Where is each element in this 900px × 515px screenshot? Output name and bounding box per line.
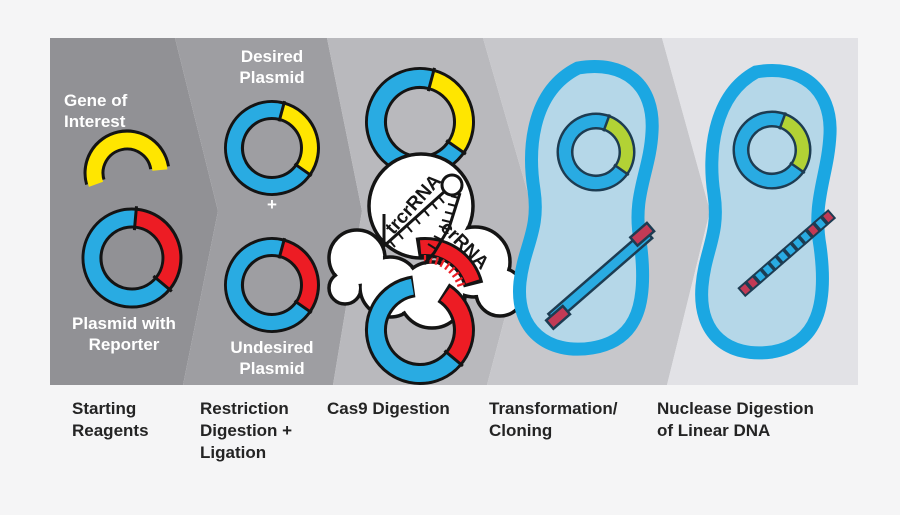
dna-fragment	[805, 222, 822, 239]
cell-plasmid	[732, 110, 812, 190]
plasmid-backbone-blue	[84, 210, 169, 306]
segment-dividers	[426, 67, 467, 156]
desired-plasmid	[224, 100, 320, 196]
hairpin-ticks-b	[427, 195, 460, 250]
segment-dividers	[277, 237, 313, 315]
dna-fragment	[737, 281, 754, 298]
linear-dna-end	[628, 221, 656, 248]
plasmid-backbone-blue	[226, 103, 309, 193]
dna-fragment	[767, 254, 784, 271]
dna-fragment	[752, 268, 769, 285]
desired-plasmid-label: Desired Plasmid	[239, 47, 305, 87]
plasmid-backbone-blue	[735, 113, 803, 187]
segment-dividers	[277, 100, 313, 178]
undesired-plasmid-label: Undesired Plasmid	[230, 338, 314, 378]
dna-fragment	[812, 215, 829, 232]
hairpin-loop	[440, 173, 464, 197]
segment-dividers	[602, 113, 630, 177]
segment-dividers	[132, 206, 173, 293]
cell-plasmid	[556, 112, 636, 192]
transformed-cell	[513, 60, 659, 356]
dna-fragment	[820, 209, 837, 226]
nuclease-cell	[695, 64, 837, 360]
cut-reporter-stub-red	[440, 287, 472, 364]
insert-segment-green	[780, 115, 809, 172]
reporter-segment-red	[134, 210, 180, 289]
insert-segment-green	[604, 117, 633, 174]
dna-fragment	[782, 241, 799, 258]
plasmid-with-reporter-label: Plasmid with Reporter	[72, 314, 176, 354]
dna-fragment	[744, 274, 761, 291]
gene-of-interest-label: Gene of Interest	[64, 91, 128, 131]
caption-starting-reagents: Starting Reagents	[72, 399, 149, 440]
segment-divider	[443, 349, 464, 368]
dna-fragment	[759, 261, 776, 278]
gene-of-interest-arc	[83, 129, 170, 187]
cut-plasmid-backbone-blue	[368, 278, 460, 383]
gene-segment-yellow	[428, 71, 472, 152]
segment-dividers	[778, 111, 806, 175]
plasmid-with-reporter	[81, 206, 183, 309]
plasmid-backbone-blue	[226, 240, 309, 330]
dna-fragment	[797, 228, 814, 245]
plasmid-backbone-blue	[559, 115, 627, 189]
plus-sign: +	[267, 195, 277, 214]
caption-transformation-cloning: Transformation/ Cloning	[489, 399, 618, 440]
undesired-plasmid	[224, 237, 320, 333]
caption-restriction-digestion: Restriction Digestion + Ligation	[200, 399, 293, 462]
tracrrna-hairpin	[382, 173, 464, 266]
hairpin-ticks-a	[389, 196, 445, 248]
dna-fragment	[775, 248, 791, 265]
dna-fragment	[790, 235, 806, 252]
caption-cas9-digestion: Cas9 Digestion	[327, 399, 450, 418]
linear-dna	[544, 221, 656, 331]
dna-fragments	[737, 209, 837, 298]
caption-nuclease-digestion: Nuclease Digestion of Linear DNA	[657, 399, 814, 440]
crrna-bound-strand	[415, 237, 484, 288]
reporter-segment-red	[279, 241, 317, 311]
gene-arc-yellow	[86, 132, 168, 187]
linear-dna-end	[544, 304, 572, 331]
strand-red	[419, 240, 480, 284]
gene-segment-yellow	[279, 104, 317, 174]
cell-membrane	[513, 60, 659, 356]
cas9-cut-plasmid	[365, 275, 475, 385]
base-pair-teeth	[423, 255, 466, 287]
